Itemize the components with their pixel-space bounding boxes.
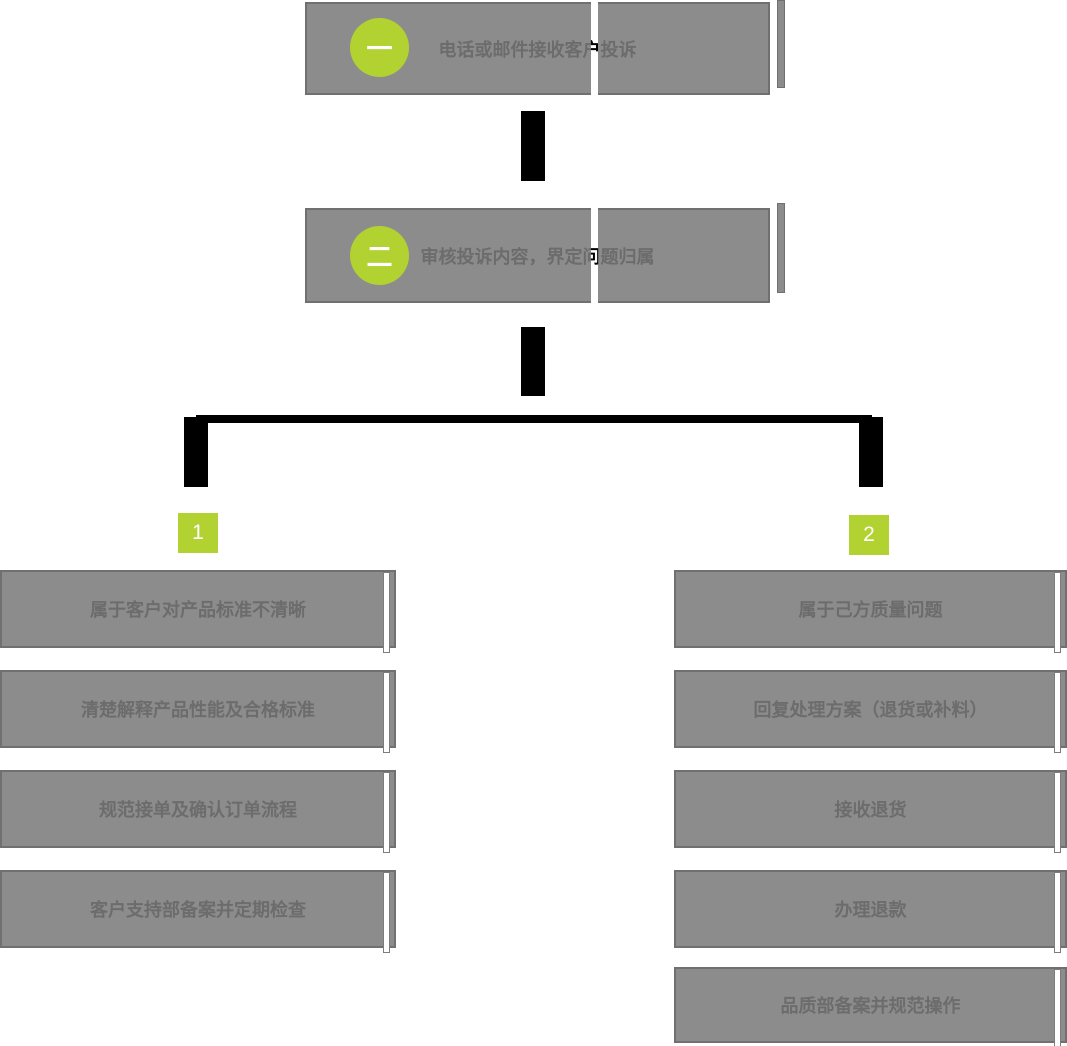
branch1-item-notch	[383, 672, 390, 753]
branch1-item-label: 规范接单及确认订单流程	[99, 800, 297, 820]
connector-step2-branch	[521, 327, 545, 396]
step2-right-sliver	[777, 203, 785, 293]
step1-slit-overlap-text: 电话或邮件接收客户投诉	[591, 2, 598, 95]
step2-box: 审核投诉内容，界定问题归属 审核投诉内容，界定问题归属 二	[305, 208, 770, 303]
branch1-item-box: 属于客户对产品标准不清晰	[0, 570, 396, 653]
connector-step1-step2	[521, 111, 545, 181]
branch2-item-notch	[1054, 969, 1061, 1046]
branch-horizontal-bar	[196, 415, 872, 423]
branch2-item-label: 属于己方质量问题	[798, 600, 943, 620]
step1-box: 电话或邮件接收客户投诉 电话或邮件接收客户投诉 一	[305, 2, 770, 95]
branch2-badge: 2	[849, 515, 889, 555]
branch2-item-notch	[1054, 672, 1061, 753]
branch1-badge: 1	[178, 513, 218, 553]
branch1-item-label: 客户支持部备案并定期检查	[90, 900, 306, 920]
step1-label: 电话或邮件接收客户投诉	[438, 39, 637, 60]
step2-slit-overlap-text: 审核投诉内容，界定问题归属	[591, 208, 598, 303]
step1-number-circle: 一	[350, 18, 409, 77]
branch2-item-notch	[1054, 772, 1061, 853]
branch2-item-box: 接收退货	[674, 770, 1067, 853]
branch2-item-box: 回复处理方案（退货或补料）	[674, 670, 1067, 753]
branch-left-drop-bar	[184, 417, 208, 487]
branch1-item-label: 清楚解释产品性能及合格标准	[81, 700, 315, 720]
branch1-item-notch	[383, 772, 390, 853]
branch1-item-box: 清楚解释产品性能及合格标准	[0, 670, 396, 753]
branch2-item-label: 回复处理方案（退货或补料）	[753, 700, 988, 720]
step1-right-sliver	[777, 0, 785, 88]
branch2-item-label: 品质部备案并规范操作	[780, 996, 961, 1016]
branch2-item-notch	[1054, 872, 1061, 953]
branch2-item-notch	[1054, 572, 1061, 653]
branch1-item-notch	[383, 872, 390, 953]
step2-number-circle: 二	[350, 226, 409, 285]
branch1-item-box: 客户支持部备案并定期检查	[0, 870, 396, 953]
branch2-item-box: 办理退款	[674, 870, 1067, 953]
branch2-item-box: 属于己方质量问题	[674, 570, 1067, 653]
step2-slit: 审核投诉内容，界定问题归属	[591, 208, 598, 303]
branch2-item-label: 接收退货	[834, 800, 907, 820]
branch2-item-label: 办理退款	[834, 900, 907, 920]
branch1-item-notch	[383, 572, 390, 653]
branch-right-drop-bar	[859, 417, 883, 487]
branch1-item-label: 属于客户对产品标准不清晰	[90, 600, 306, 620]
branch1-item-box: 规范接单及确认订单流程	[0, 770, 396, 853]
step1-slit: 电话或邮件接收客户投诉	[591, 2, 598, 95]
branch2-item-box: 品质部备案并规范操作	[674, 967, 1067, 1046]
